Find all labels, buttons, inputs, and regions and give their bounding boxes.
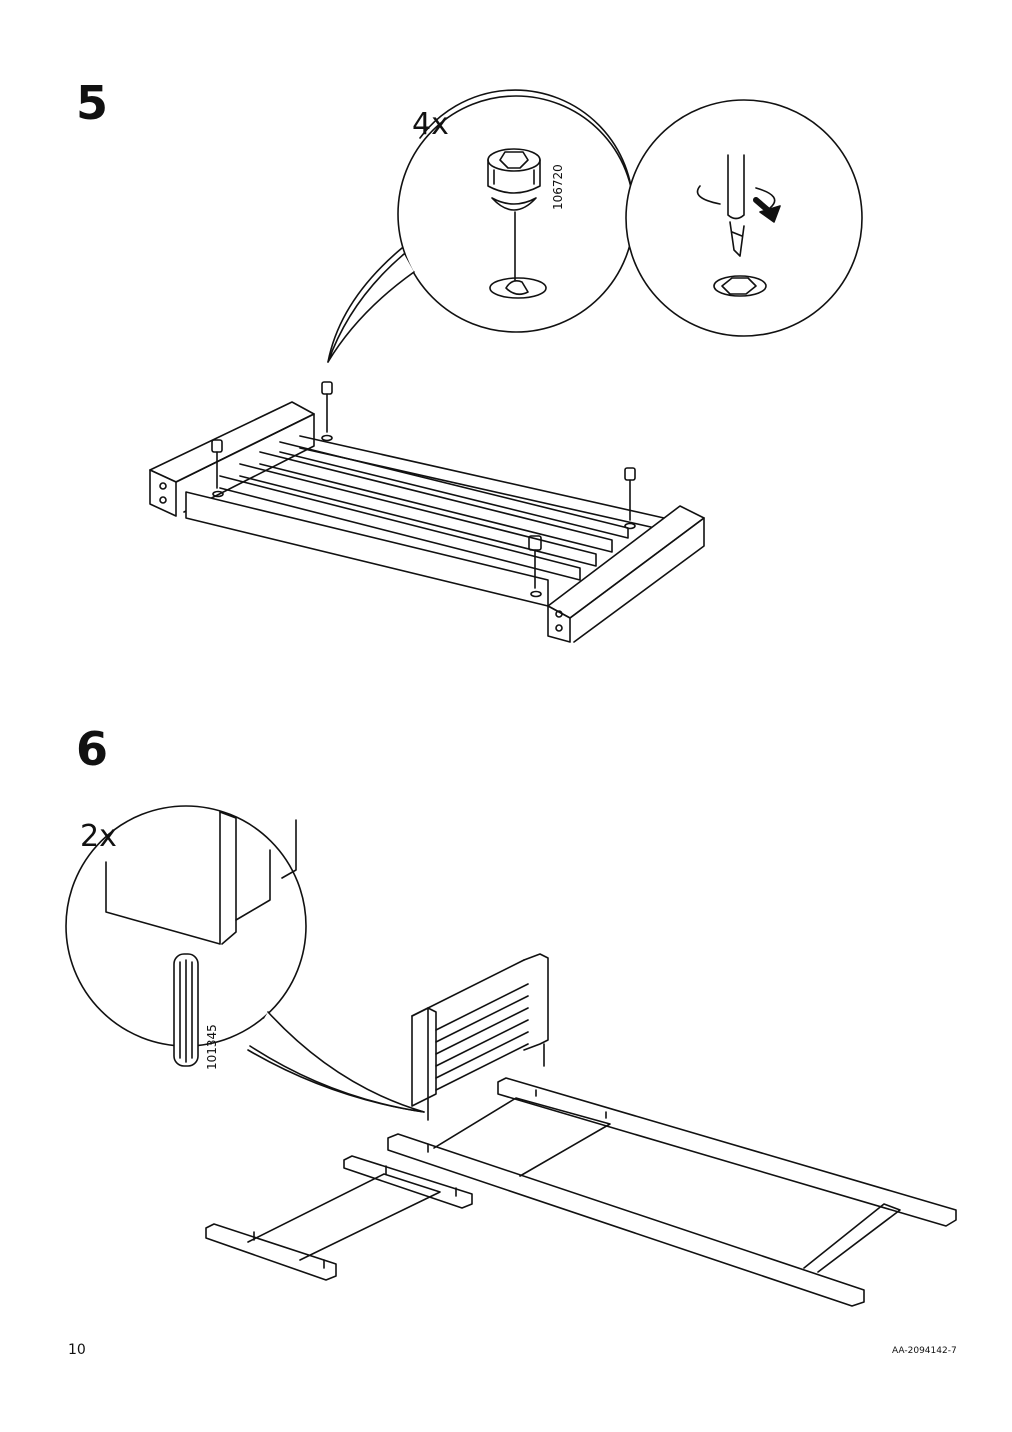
headboard-panel — [411, 953, 549, 1121]
step-5-callout-cam-lock: 4x 106720 — [327, 89, 635, 363]
step-6-part-number: 101345 — [205, 1024, 219, 1070]
step-6-number: 6 — [76, 722, 109, 776]
step-5-part-number: 106720 — [551, 164, 565, 210]
step-6-callout-dowel: 2x 101345 — [65, 805, 425, 1113]
cam-lock-fitting-icon — [487, 148, 547, 299]
page-number: 10 — [68, 1342, 86, 1358]
step-5-number: 5 — [76, 76, 109, 130]
step-6-quantity: 2x — [80, 819, 117, 854]
screwdriver-turn-icon — [696, 154, 781, 297]
side-rails — [387, 1077, 957, 1307]
wooden-dowel-icon — [173, 953, 199, 1067]
bed-base-frame-with-slats — [149, 381, 705, 643]
cam-lock-fitting-icon — [211, 381, 636, 589]
step-5-callout-screwdriver — [625, 99, 863, 337]
step-5-quantity: 4x — [412, 107, 449, 142]
foot-frame — [205, 1155, 473, 1281]
document-code: AA-2094142-7 — [892, 1346, 957, 1356]
